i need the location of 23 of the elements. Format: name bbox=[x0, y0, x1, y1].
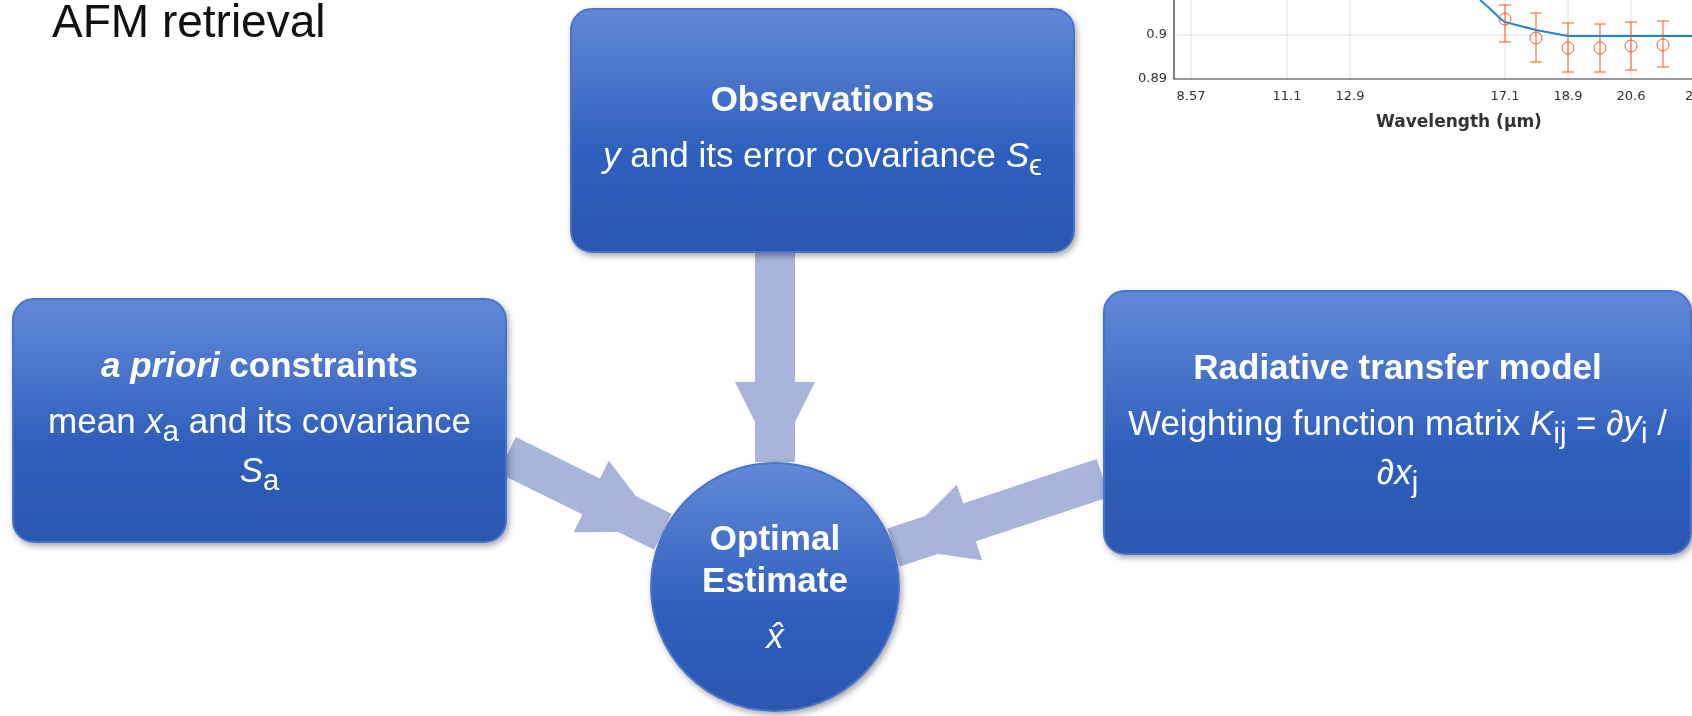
node-body: x̂ bbox=[764, 615, 786, 657]
x-tick-label: 2 bbox=[1685, 88, 1692, 103]
input-box bbox=[1103, 290, 1692, 555]
x-tick-label: 17.1 bbox=[1490, 88, 1520, 103]
input-box bbox=[570, 8, 1075, 253]
node-body: y and its error covariance S$_{ϵ}$ bbox=[600, 134, 1043, 183]
x-tick-label: 20.6 bbox=[1616, 88, 1646, 103]
x-tick-label: 8.57 bbox=[1176, 88, 1206, 103]
y-tick-label: 0.89 bbox=[1138, 70, 1167, 85]
x-tick-label: 11.1 bbox=[1272, 88, 1302, 103]
slide-title: AFM retrieval bbox=[52, 0, 326, 48]
block-arrow bbox=[735, 253, 815, 462]
node-heading: Optimal Estimate bbox=[701, 517, 849, 601]
node-heading: Radiative transfer model bbox=[1192, 345, 1603, 388]
node-heading: Observations bbox=[709, 78, 936, 120]
x-tick-label: 18.9 bbox=[1553, 88, 1583, 103]
node-body: Weighting function matrix K$_{ij}$ = ∂y$_{i}$ / ∂x$_{j}$ bbox=[1127, 401, 1668, 500]
node-body: mean x$_{a}$ and its covariance S$_{a}$ bbox=[47, 399, 472, 498]
input-box bbox=[12, 298, 507, 543]
x-tick-label: 12.9 bbox=[1335, 88, 1365, 103]
y-tick-label: 0.9 bbox=[1146, 26, 1167, 41]
node-heading: a priori constraints bbox=[100, 343, 419, 386]
x-axis-title: Wavelength (μm) bbox=[1376, 111, 1542, 131]
